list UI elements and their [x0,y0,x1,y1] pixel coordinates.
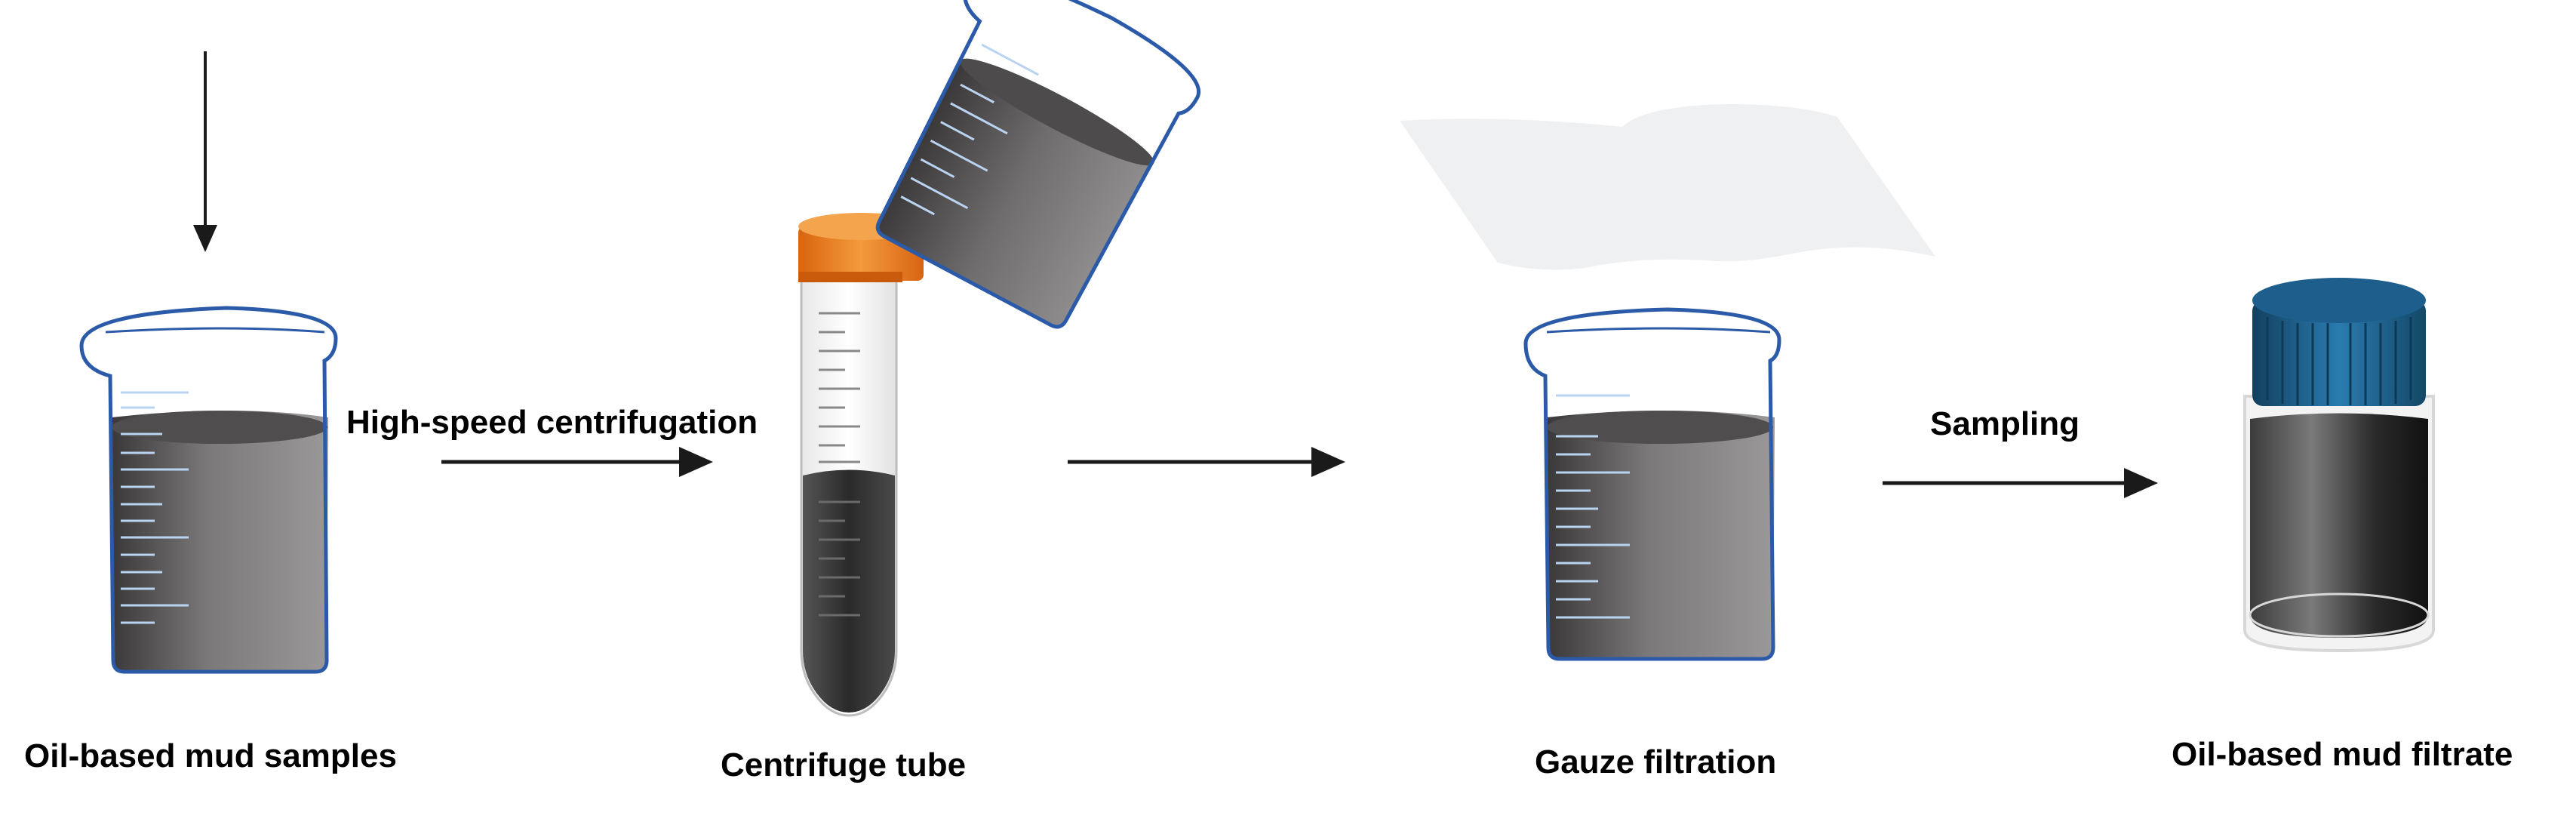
centrifugation-step-label: High-speed centrifugation [346,404,758,441]
centrifuge-tube-caption: Centrifuge tube [721,746,967,783]
gauze-filtration-caption: Gauze filtration [1535,743,1777,780]
tilted-beaker-icon [875,0,1200,329]
filtrate-caption: Oil-based mud filtrate [2172,736,2513,773]
sampling-step-label: Sampling [1930,405,2080,442]
samples-caption: Oil-based mud samples [24,737,397,774]
filtrate-vial-icon [2243,278,2435,653]
beaker-icon [79,306,338,674]
gauze-sheet-icon [1400,104,1935,270]
centrifuge-tube-icon [798,213,924,717]
beaker-icon [1523,307,1781,661]
